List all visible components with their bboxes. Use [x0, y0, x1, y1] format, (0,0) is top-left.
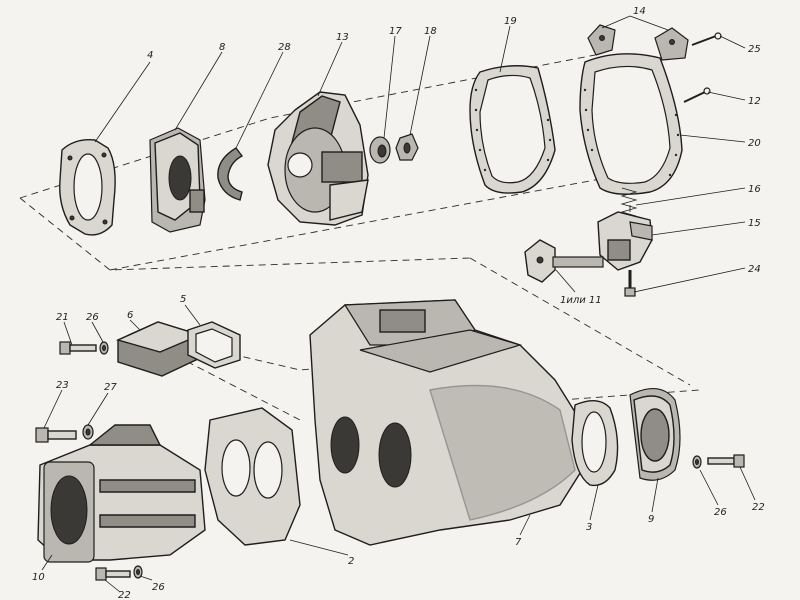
callout-24: 24 — [748, 264, 761, 275]
bearing-ring-part-17 — [369, 136, 391, 164]
callout-26-upper: 26 — [86, 312, 99, 323]
lever-bracket-part-15 — [597, 211, 653, 271]
callout-25: 25 — [748, 44, 761, 55]
spring-part-16 — [620, 187, 638, 217]
callout-10: 10 — [32, 572, 45, 583]
callout-1-or-11: 1или 11 — [560, 295, 602, 306]
bracket-part-14 — [587, 24, 689, 61]
brake-drum-part-13 — [267, 91, 369, 226]
washer-part-26-lower — [133, 565, 143, 579]
callout-17: 17 — [389, 26, 402, 37]
washer-part-26-right — [692, 455, 702, 469]
callout-28: 28 — [278, 42, 291, 53]
brake-band-part-19 — [469, 65, 556, 194]
callout-6: 6 — [127, 310, 133, 321]
callout-21: 21 — [56, 312, 69, 323]
callout-22-lower: 22 — [118, 590, 131, 600]
nut-part-18 — [395, 133, 419, 161]
callout-26-lower: 26 — [152, 582, 165, 593]
retaining-ring-part-28 — [217, 147, 244, 201]
callout-14: 14 — [633, 6, 646, 17]
end-cover-part-9 — [629, 388, 681, 481]
gasket-part-2 — [204, 407, 301, 546]
bolt-part-22-right — [707, 454, 745, 468]
washer-part-26-upper — [99, 341, 109, 355]
callout-12: 12 — [748, 96, 761, 107]
callout-23: 23 — [56, 380, 69, 391]
callout-26-right: 26 — [714, 507, 727, 518]
gearbox-case-part-7 — [309, 299, 583, 546]
bolt-part-21 — [59, 341, 97, 355]
callout-22-right: 22 — [752, 502, 765, 513]
callout-9: 9 — [648, 514, 654, 525]
pin-part-12 — [683, 87, 711, 103]
callout-5: 5 — [180, 294, 186, 305]
housing-part-10 — [37, 424, 206, 563]
lever-part-1-or-11 — [524, 239, 604, 283]
cover-plate-part-6 — [115, 321, 203, 377]
callout-18: 18 — [424, 26, 437, 37]
callout-16: 16 — [748, 184, 761, 195]
callout-15: 15 — [748, 218, 761, 229]
callout-8: 8 — [219, 42, 225, 53]
pin-part-25 — [691, 32, 722, 46]
gasket-part-3 — [571, 400, 619, 487]
callout-19: 19 — [504, 16, 517, 27]
gasket-part-4 — [59, 139, 116, 236]
brake-band-part-20 — [579, 53, 683, 195]
washer-part-27 — [82, 424, 94, 440]
callout-3: 3 — [586, 522, 592, 533]
callout-13: 13 — [336, 32, 349, 43]
bolt-part-22-lower — [95, 567, 131, 581]
callout-2: 2 — [348, 556, 354, 567]
bolt-part-24 — [624, 270, 636, 297]
bolt-part-23 — [35, 427, 77, 443]
callout-leaders — [41, 15, 756, 593]
gasket-part-5 — [187, 321, 241, 369]
bearing-cover-part-8 — [149, 127, 206, 233]
callout-4: 4 — [147, 50, 153, 61]
callout-labels: 4 8 28 13 17 18 19 14 25 12 20 16 15 24 … — [32, 6, 765, 600]
callout-7: 7 — [515, 537, 522, 548]
callout-27: 27 — [104, 382, 117, 393]
callout-20: 20 — [748, 138, 761, 149]
